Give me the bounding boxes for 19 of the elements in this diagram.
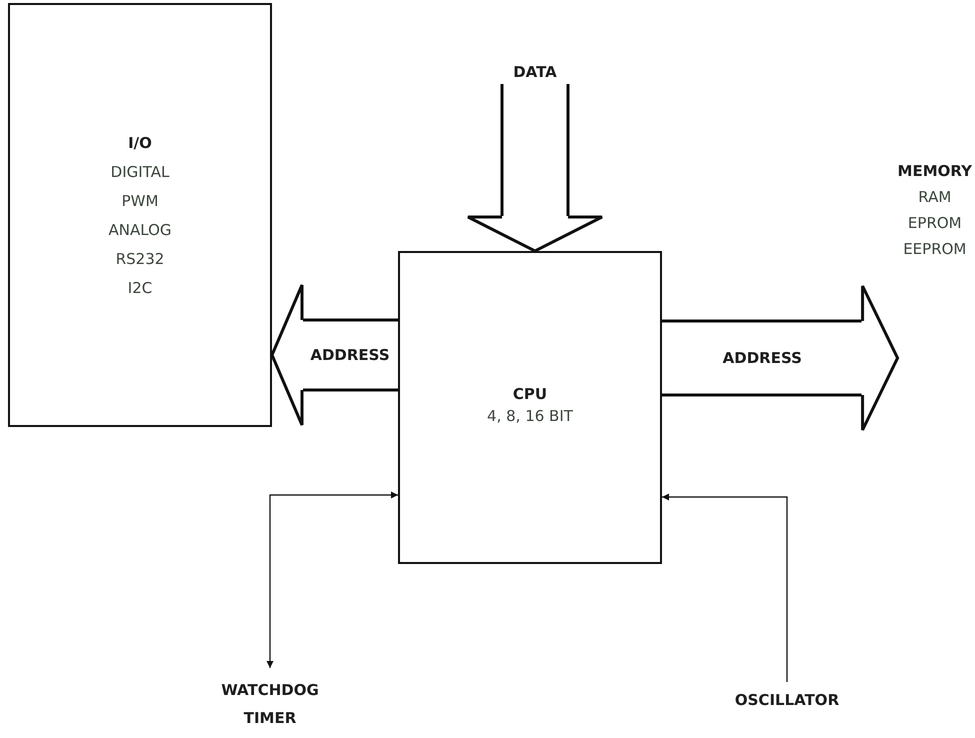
signal-arrow xyxy=(662,494,788,682)
cpu-box xyxy=(398,251,662,564)
item-text: DIGITAL xyxy=(110,162,170,183)
item-text: EEPROM xyxy=(903,239,966,260)
item-text: I2C xyxy=(128,278,152,299)
heading-text: OSCILLATOR xyxy=(734,690,840,710)
item-text: 4, 8, 16 BIT xyxy=(487,406,573,427)
signal-arrow xyxy=(266,492,398,668)
heading-text: CPU xyxy=(512,384,548,405)
item-text: RAM xyxy=(918,187,952,208)
item-text: RS232 xyxy=(116,249,164,270)
item-text: PWM xyxy=(122,191,158,212)
item-text: ANALOG xyxy=(108,220,172,241)
io-box xyxy=(8,3,272,427)
item-text: EPROM xyxy=(908,213,962,234)
heading-text: DATA xyxy=(513,62,557,82)
heading-text: WATCHDOG TIMER xyxy=(220,680,320,729)
heading-text: I/O xyxy=(128,133,152,154)
heading-text: MEMORY xyxy=(898,161,972,182)
